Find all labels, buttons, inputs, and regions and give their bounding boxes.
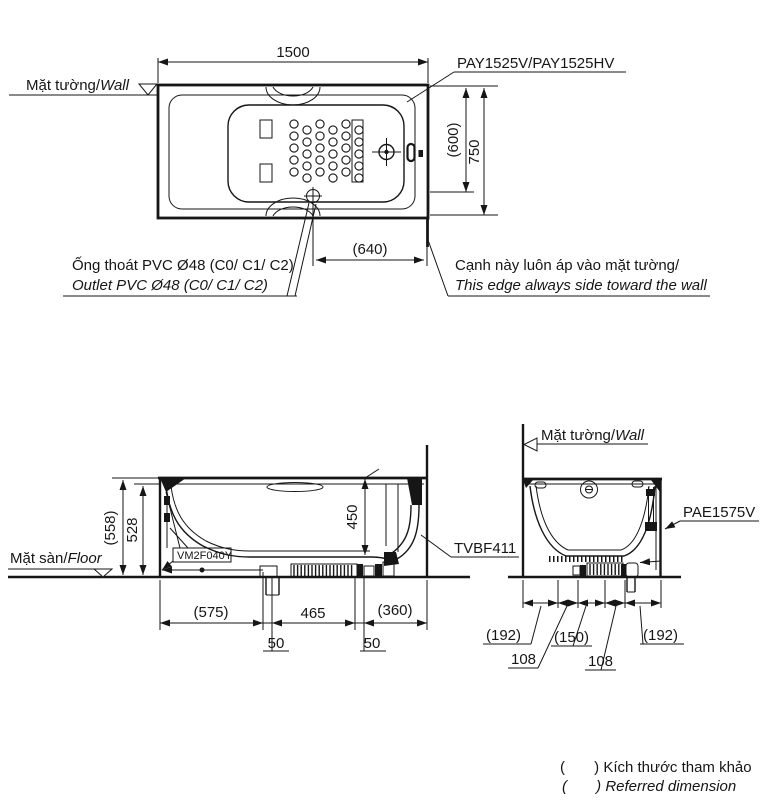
legend-line-1: ( ) Kích thước tham khảo — [560, 759, 752, 776]
hose-corrugation — [589, 564, 620, 575]
floor-label: Mặt sàn/Floor — [10, 550, 103, 567]
end-dim-bottom: (192) 108 (150) 108 (192) — [483, 580, 684, 671]
left-bracket — [160, 478, 186, 492]
plan-view: 1500 Mặt tường/Wall — [9, 44, 710, 297]
drain-knob-icon — [580, 480, 598, 499]
floor-surface-triangle-icon — [92, 568, 114, 578]
dim-1500-label: 1500 — [276, 44, 309, 61]
side-dim-bottom: (575) 465 (360) 50 50 — [159, 572, 428, 652]
rim-notch — [418, 150, 423, 157]
dim-108-right-label: 108 — [588, 653, 613, 670]
dim-558-label: (558) — [102, 510, 119, 545]
dim-600-label: (600) — [445, 122, 462, 157]
dim-192-right-label: (192) — [643, 627, 678, 644]
dim-360-label: (360) — [377, 602, 412, 619]
dim-640-label: (640) — [352, 241, 387, 258]
floor-mark: Mặt sàn/Floor — [8, 550, 114, 578]
legend: ( ) Kích thước tham khảo ( ) Referred di… — [560, 759, 752, 795]
outlet-note: Ống thoát PVC Ø48 (C0/ C1/ C2) Outlet PV… — [63, 202, 317, 297]
grip-end-left — [534, 481, 547, 489]
overflow-pipe — [384, 478, 422, 566]
drain-label: TVBF411 — [454, 540, 516, 557]
side-drain-assembly — [259, 561, 395, 596]
end-wall-mark: Mặt tường/Wall — [522, 427, 648, 452]
plan-dim-drain-offset: (640) — [312, 204, 429, 266]
grip-hole — [266, 482, 324, 492]
anti-slip-hole-pattern — [289, 119, 364, 183]
plan-tub-details — [259, 119, 423, 205]
side-tub-outline — [158, 445, 429, 576]
jet-rect-bottom — [259, 163, 273, 183]
dim-108-left-label: 108 — [511, 651, 536, 668]
dim-575-label: (575) — [193, 604, 228, 621]
end-model-label: PAE1575V — [683, 504, 755, 521]
drain-callout: TVBF411 — [420, 534, 519, 558]
dim-150-label: (150) — [554, 629, 589, 646]
dim-192-left-label: (192) — [486, 627, 521, 644]
plan-wall-mark: Mặt tường/Wall — [9, 77, 159, 96]
wall-surface-triangle-icon — [522, 437, 538, 452]
end-view: Mặt tường/Wall — [483, 424, 759, 671]
plan-wall-label: Mặt tường/Wall — [26, 77, 130, 94]
wall-edge-note: Cạnh này luôn áp vào mặt tường/ This edg… — [427, 239, 710, 297]
end-model-callout: PAE1575V — [664, 504, 759, 530]
dim-528-label: 528 — [124, 517, 141, 542]
wall-surface-triangle-icon — [137, 83, 159, 96]
end-drain-assembly — [572, 558, 662, 593]
wall-edge-note-en: This edge always side toward the wall — [455, 277, 707, 294]
dim-465-label: 465 — [300, 605, 325, 622]
plan-model-label: PAY1525V/PAY1525HV — [457, 55, 614, 72]
side-view: Mặt sàn/Floor — [8, 445, 519, 652]
end-tub-outline — [522, 477, 662, 576]
overflow-slot-icon — [406, 142, 416, 163]
outlet-note-vi: Ống thoát PVC Ø48 (C0/ C1/ C2) — [72, 256, 294, 274]
plan-model-callout: PAY1525V/PAY1525HV — [406, 55, 626, 103]
grip-end-right — [631, 480, 644, 488]
hose-corrugation — [293, 565, 353, 576]
wall-edge-note-vi: Cạnh này luôn áp vào mặt tường/ — [455, 257, 680, 274]
side-dim-heights: (558) 528 450 — [102, 468, 380, 575]
plan-dim-width: (600) 750 — [430, 85, 498, 216]
dim-50-right-label: 50 — [364, 635, 381, 652]
jet-rect-top — [259, 119, 273, 139]
hose-callout: VM2F040Y — [161, 491, 263, 574]
end-wall-label: Mặt tường/Wall — [541, 427, 645, 444]
dim-750-label: 750 — [466, 139, 483, 164]
hose-label: VM2F040Y — [177, 550, 233, 562]
dim-50-left-label: 50 — [268, 635, 285, 652]
legend-line-2: ( ) Referred dimension — [562, 778, 736, 795]
outlet-note-en: Outlet PVC Ø48 (C0/ C1/ C2) — [72, 277, 268, 294]
dim-450-label: 450 — [344, 504, 361, 529]
outlet-hole-icon — [304, 187, 322, 205]
plan-dim-length: 1500 — [157, 44, 429, 83]
drain-fitting-crosshair-icon — [372, 138, 401, 166]
